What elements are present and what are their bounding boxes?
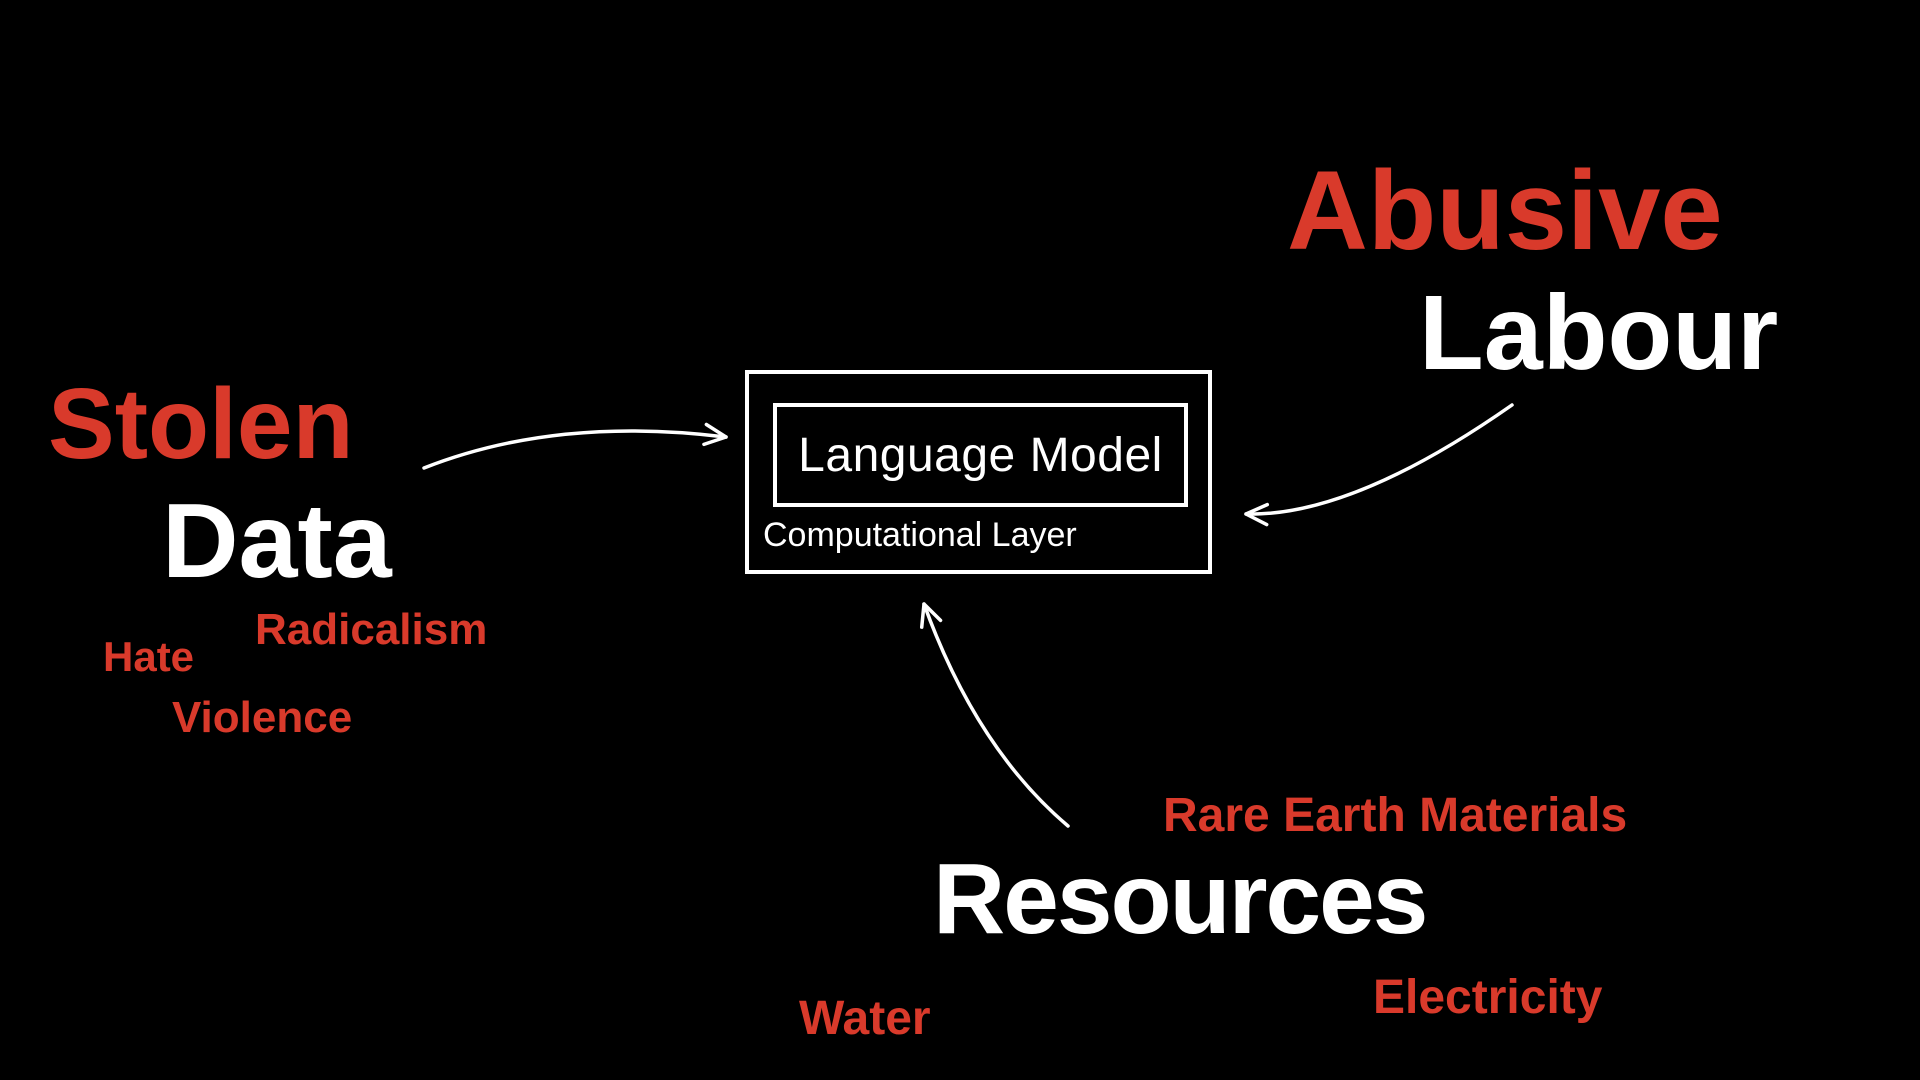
language-model-box: Language Model (773, 403, 1188, 507)
electricity-label: Electricity (1373, 971, 1603, 1024)
hate-label: Hate (103, 633, 195, 680)
resources-label: Resources (933, 843, 1428, 955)
rare-earth-materials-label: Rare Earth Materials (1163, 789, 1628, 842)
data-label: Data (162, 482, 392, 600)
language-model-title: Language Model (798, 428, 1163, 482)
computational-layer-subtitle: Computational Layer (763, 516, 1077, 554)
arrow-stolen-data-to-model (422, 422, 728, 470)
stolen-label: Stolen (48, 368, 354, 480)
computational-layer-box (745, 370, 1212, 574)
water-label: Water (799, 992, 931, 1045)
radicalism-label: Radicalism (255, 605, 488, 654)
arrow-abusive-labour-to-model (1244, 403, 1514, 527)
abusive-label: Abusive (1287, 148, 1723, 273)
violence-label: Violence (172, 693, 353, 742)
labour-label: Labour (1419, 274, 1779, 392)
arrow-resources-to-model (919, 602, 1070, 828)
